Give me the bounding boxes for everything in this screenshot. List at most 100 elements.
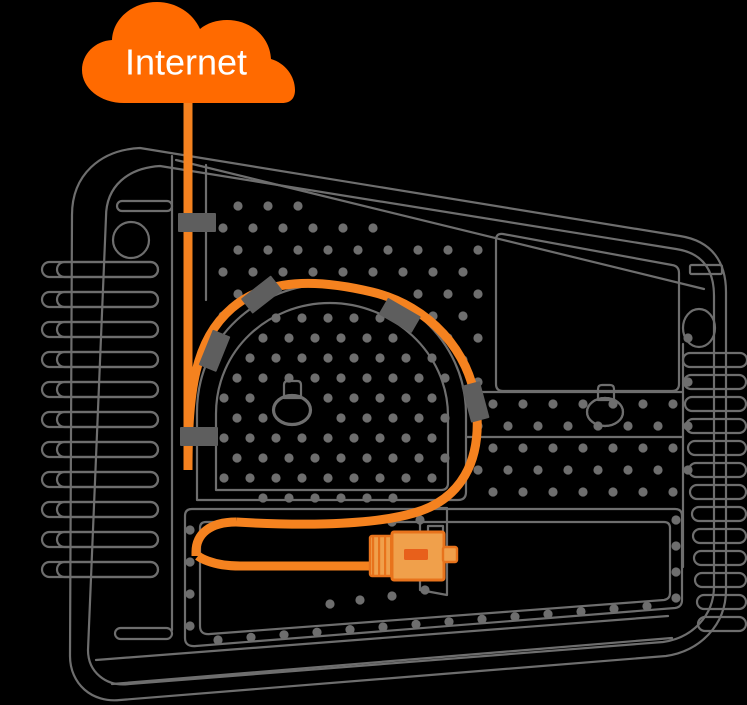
perforation-dot — [609, 604, 619, 614]
perforation-dot — [233, 289, 243, 299]
perforation-dot — [638, 399, 648, 409]
perforation-dot — [185, 557, 195, 567]
perforation-dot — [323, 393, 333, 403]
perforation-dot — [473, 245, 483, 255]
perforation-dot — [458, 267, 468, 277]
left-vent-slots — [40, 260, 174, 641]
cable-clip-5 — [378, 298, 421, 333]
perforation-dot — [503, 421, 513, 431]
cable-segment-tail — [191, 517, 237, 557]
antenna-port-circle — [681, 307, 717, 349]
perforation-dot — [362, 333, 372, 343]
perforation-dot — [312, 627, 322, 637]
perforation-dot — [398, 267, 408, 277]
perforation-dot — [323, 433, 333, 443]
perforation-dot — [444, 617, 454, 627]
perforation-dot — [458, 311, 468, 321]
perforation-dot — [420, 585, 430, 595]
lower-panel-inner — [198, 520, 672, 636]
perforation-dot — [387, 591, 397, 601]
perforation-dot — [310, 333, 320, 343]
perforation-dot — [336, 373, 346, 383]
perforation-dot — [642, 601, 652, 611]
chassis-base-edge-2 — [110, 636, 674, 686]
perforation-dot — [671, 541, 681, 551]
perforation-dot — [668, 399, 678, 409]
perforation-dot — [623, 421, 633, 431]
perforation-dot — [518, 487, 528, 497]
perforation-dot — [297, 433, 307, 443]
connector-latch-tab — [404, 549, 428, 560]
perforation-dot — [388, 333, 398, 343]
perforation-dot — [232, 373, 242, 383]
perforation-dot — [284, 453, 294, 463]
perforation-dot — [415, 515, 425, 525]
perforation-dot — [293, 201, 303, 211]
perforation-dot — [323, 473, 333, 483]
perforation-dot — [683, 333, 693, 343]
perforation-dot — [548, 487, 558, 497]
perforation-dot — [414, 413, 424, 423]
perforation-dot — [638, 487, 648, 497]
perforation-dot — [533, 465, 543, 475]
perforation-dot — [653, 465, 663, 475]
perforation-dot — [271, 433, 281, 443]
perforation-dot — [375, 393, 385, 403]
perforation-dot — [378, 622, 388, 632]
chassis-inner-edge — [86, 164, 716, 686]
perforation-dot — [218, 267, 228, 277]
perforation-dot — [185, 589, 195, 599]
perforation-dot — [349, 313, 359, 323]
perforation-dot — [310, 373, 320, 383]
perforation-dot — [533, 421, 543, 431]
perforation-dot — [233, 201, 243, 211]
perforation-dot — [668, 487, 678, 497]
perforation-dot — [401, 433, 411, 443]
perforation-dot — [388, 493, 398, 503]
perforation-dot — [278, 223, 288, 233]
perforation-dot — [548, 399, 558, 409]
perforation-dot — [323, 245, 333, 255]
perforation-dot — [232, 413, 242, 423]
perforation-dot — [683, 465, 693, 475]
perforation-dot — [362, 453, 372, 463]
perforation-dot — [271, 313, 281, 323]
perforation-dot — [477, 614, 487, 624]
cloud-shape — [82, 2, 295, 103]
perforation-dot — [349, 393, 359, 403]
perforation-dot — [213, 635, 223, 645]
perforation-dot — [608, 487, 618, 497]
perforation-dot — [293, 245, 303, 255]
perforation-dot — [310, 493, 320, 503]
perforation-dot — [473, 289, 483, 299]
perforation-dot — [653, 421, 663, 431]
perforation-dot — [578, 487, 588, 497]
perforation-dot — [297, 313, 307, 323]
cable-segment-loop — [183, 278, 482, 529]
perforation-dot — [388, 453, 398, 463]
perforation-dot — [297, 473, 307, 483]
perforation-dot — [414, 453, 424, 463]
perforation-dot — [683, 377, 693, 387]
perforation-dot — [271, 473, 281, 483]
perforation-dot — [473, 333, 483, 343]
perforation-dot — [349, 433, 359, 443]
perforation-dot — [473, 465, 483, 475]
perforation-dot — [308, 267, 318, 277]
perforation-dot — [258, 333, 268, 343]
perforation-dot — [414, 373, 424, 383]
perforation-dot — [671, 593, 681, 603]
perforation-dot — [578, 443, 588, 453]
cable-clip-3 — [198, 329, 231, 372]
perforation-dot — [258, 413, 268, 423]
perforation-dot — [578, 399, 588, 409]
internet-cloud: Internet — [82, 2, 295, 103]
perforation-dot — [325, 599, 335, 609]
perforation-dot — [308, 223, 318, 233]
perforation-dot — [427, 473, 437, 483]
keyhole-circles — [271, 393, 625, 428]
cloud-label: Internet — [125, 42, 247, 83]
perforation-dot — [548, 443, 558, 453]
perforation-dot — [563, 465, 573, 475]
